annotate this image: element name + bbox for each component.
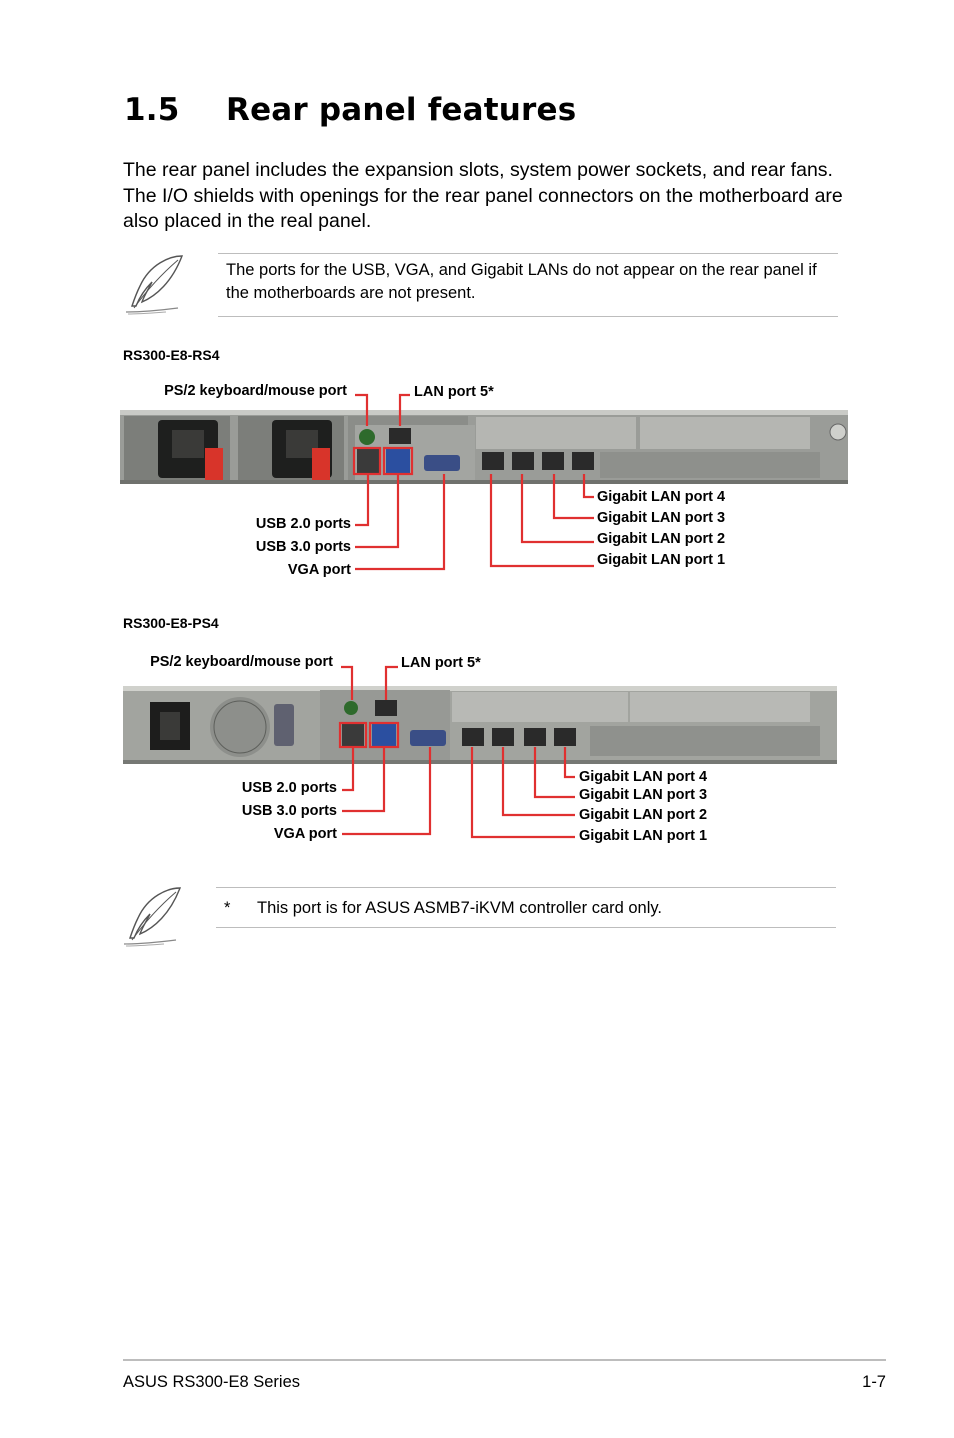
note-feather-icon-2 (123, 887, 182, 947)
label-lan5-ps4: LAN port 5* (401, 655, 481, 671)
label-ps2-ps4: PS/2 keyboard/mouse port (150, 654, 333, 670)
section-title: 1.5 Rear panel features (124, 92, 576, 128)
chassis-rs4 (120, 410, 848, 484)
intro-paragraph: The rear panel includes the expansion sl… (123, 159, 843, 232)
note-marker-2: * (224, 899, 231, 917)
label-lan5-rs4: LAN port 5* (414, 384, 494, 400)
label-glan2-rs4: Gigabit LAN port 2 (597, 531, 726, 547)
label-ps2-rs4: PS/2 keyboard/mouse port (164, 383, 347, 399)
note-text-1: The ports for the USB, VGA, and Gigabit … (226, 261, 817, 302)
chassis-ps4 (123, 686, 837, 764)
model-label-ps4: RS300-E8-PS4 (123, 615, 219, 631)
section-heading: Rear panel features (226, 92, 577, 128)
footer-series: ASUS RS300-E8 Series (123, 1373, 300, 1391)
footer-rule (123, 1359, 886, 1361)
note-box-2 (216, 887, 836, 928)
label-usb3-ps4: USB 3.0 ports (241, 803, 337, 819)
callouts-rs4 (352, 393, 594, 571)
label-usb2-ps4: USB 2.0 ports (241, 780, 337, 796)
label-usb2-rs4: USB 2.0 ports (255, 516, 351, 532)
label-glan4-ps4: Gigabit LAN port 4 (579, 769, 708, 785)
footer-page-number: 1-7 (862, 1373, 886, 1391)
model-label-rs4: RS300-E8-RS4 (123, 347, 220, 363)
label-glan4-rs4: Gigabit LAN port 4 (597, 489, 726, 505)
note-text-2: This port is for ASUS ASMB7-iKVM control… (257, 899, 662, 917)
label-glan3-rs4: Gigabit LAN port 3 (597, 510, 726, 526)
label-glan1-ps4: Gigabit LAN port 1 (579, 828, 708, 844)
label-glan1-rs4: Gigabit LAN port 1 (597, 552, 726, 568)
callouts-ps4 (338, 665, 575, 839)
label-usb3-rs4: USB 3.0 ports (255, 539, 351, 555)
label-vga-ps4: VGA port (273, 826, 337, 842)
note-feather-icon (125, 255, 184, 315)
note-box-1 (218, 253, 838, 317)
label-glan3-ps4: Gigabit LAN port 3 (579, 787, 708, 803)
section-number: 1.5 (124, 92, 180, 128)
label-glan2-ps4: Gigabit LAN port 2 (579, 807, 708, 823)
label-vga-rs4: VGA port (287, 562, 351, 578)
